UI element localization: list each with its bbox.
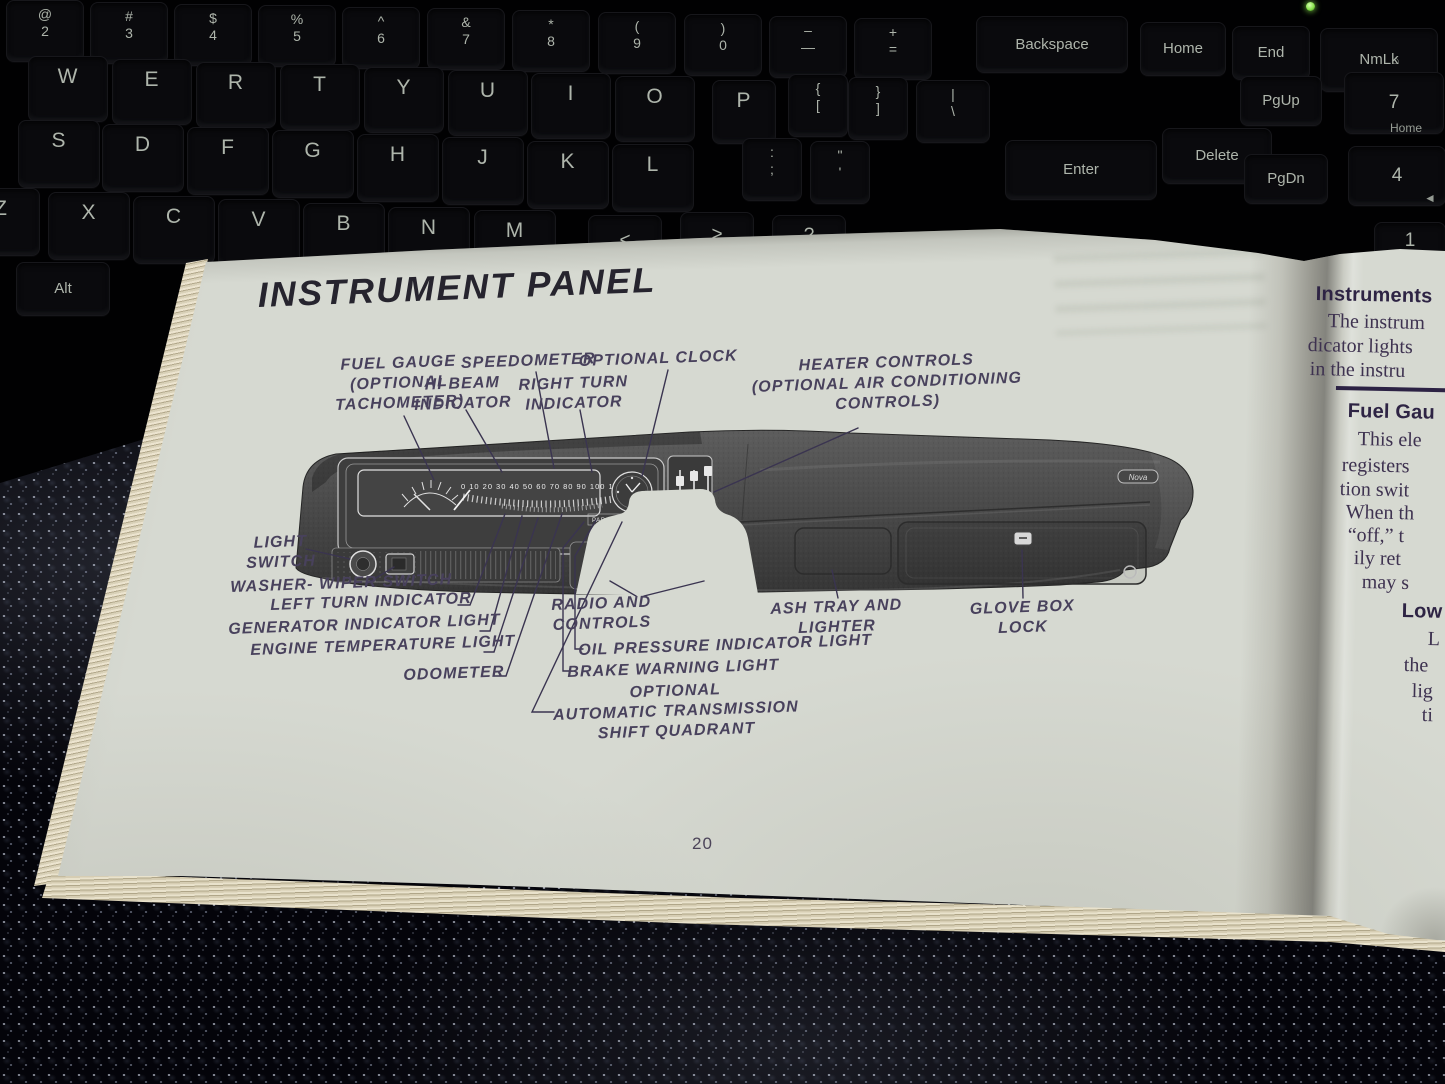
key-:-;: : ; [742, 138, 802, 201]
key-+-=: + = [854, 18, 932, 80]
right-page-fragment: may s [1361, 571, 1410, 594]
key-g: G [272, 130, 354, 198]
key-#-3: # 3 [90, 2, 168, 64]
key-pgup: PgUp [1240, 76, 1322, 126]
right-page-fragment: ily ret [1353, 547, 1402, 570]
diagram-label-glove-box: GLOVE BOX LOCK [969, 597, 1076, 638]
key-i: I [531, 73, 611, 139]
diagram-label-hi-beam: HI BEAM INDICATOR [414, 373, 512, 414]
key-l: L [612, 144, 694, 212]
key-x: X [48, 192, 130, 260]
diagram-label-optional: OPTIONAL AUTOMATIC TRANSMISSION SHIFT QU… [552, 681, 800, 743]
key-enter: Enter [1005, 140, 1157, 200]
key-home: Home [1140, 22, 1226, 76]
diagram-label-odometer: ODOMETER [403, 663, 505, 684]
key-p: P [712, 80, 776, 144]
key-d: D [102, 124, 184, 192]
key-*-8: * 8 [512, 10, 590, 72]
key-%-5: % 5 [258, 5, 336, 67]
key-7: 7 [1344, 72, 1444, 134]
right-page-fragment: lig [1411, 680, 1434, 703]
right-page-fragment: L [1427, 628, 1441, 651]
right-page-fragment: “off,” t [1347, 524, 1405, 548]
page-number: 20 [692, 834, 713, 853]
diagram-label-radio-and: RADIO AND CONTROLS [551, 593, 652, 634]
right-page-fragment: tion swit [1339, 478, 1410, 502]
key-c: C [133, 196, 215, 264]
key-–-—: – — [769, 16, 847, 78]
key-)-0: ) 0 [684, 14, 762, 76]
right-page-fragment: Instruments [1315, 283, 1433, 308]
key-backspace: Backspace [976, 16, 1128, 73]
key-z: Z [0, 188, 40, 256]
diagram-label-light: LIGHT SWITCH [245, 532, 317, 572]
key-|-\: | \ [916, 80, 990, 143]
show-through-text [1053, 248, 1267, 336]
key-}-]: } ] [848, 77, 908, 140]
key-u: U [448, 70, 528, 136]
key-^-6: ^ 6 [342, 7, 420, 69]
key-v: V [218, 199, 300, 267]
power-led [1306, 2, 1315, 11]
right-page-fragment: the [1403, 654, 1429, 677]
key-s: S [18, 120, 100, 188]
key-r: R [196, 62, 276, 128]
right-page-fragment: When th [1345, 501, 1415, 525]
key-{-[: { [ [788, 74, 848, 137]
key-◄: ◄ [1424, 191, 1436, 205]
key-k: K [527, 141, 609, 209]
key-⌂: ⌂ [1392, 53, 1400, 67]
key-(-9: ( 9 [598, 12, 676, 74]
key-y: Y [364, 67, 444, 133]
key-@-2: @ 2 [6, 0, 84, 62]
right-page-fragment: Low [1401, 600, 1443, 623]
key-o: O [615, 76, 695, 142]
right-page-fragment: in the instru [1309, 358, 1406, 382]
key-f: F [187, 127, 269, 195]
right-page-fragment: Fuel Gau [1347, 400, 1436, 424]
right-page-fragment: ti [1421, 704, 1434, 727]
key-$-4: $ 4 [174, 4, 252, 66]
key-e: E [112, 59, 192, 125]
key-t: T [280, 64, 360, 130]
right-page-curl-shadow [1345, 845, 1445, 940]
right-page-fragment: registers [1341, 454, 1410, 478]
diagram-label-heater-controls: HEATER CONTROLS (OPTIONAL AIR CONDITIONI… [751, 351, 1023, 414]
diagram-label-right-turn: RIGHT TURN INDICATOR [518, 373, 629, 414]
key-home: Home [1390, 121, 1423, 135]
key-h: H [357, 134, 439, 202]
key-&-7: & 7 [427, 8, 505, 70]
right-page-fragment: dicator lights [1307, 334, 1413, 359]
key-alt: Alt [16, 262, 110, 316]
diagram-label-ash-tray-and: ASH TRAY AND LIGHTER [770, 596, 903, 638]
right-page-fragment: The instrum [1327, 310, 1426, 335]
key-"-': " ' [810, 141, 870, 204]
key-pgdn: PgDn [1244, 154, 1328, 204]
key-4: 4 [1348, 146, 1445, 206]
key-j: J [442, 137, 524, 205]
key-end: End [1232, 26, 1310, 80]
key-w: W [28, 56, 108, 122]
right-page-fragment: This ele [1357, 428, 1422, 452]
